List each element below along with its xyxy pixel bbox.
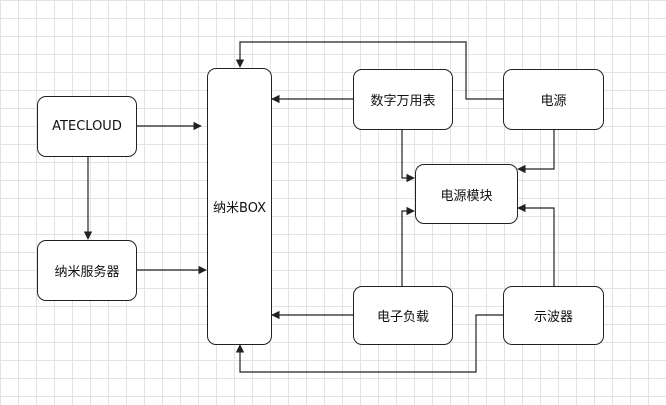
node-nano-box[interactable]: 纳米BOX xyxy=(207,68,272,345)
node-multimeter[interactable]: 数字万用表 xyxy=(353,69,453,130)
node-nano-service-label: 纳米服务器 xyxy=(54,265,120,280)
node-oscilloscope[interactable]: 示波器 xyxy=(503,286,604,345)
edge-scope-to-box xyxy=(235,314,503,373)
node-power-module-label: 电源模块 xyxy=(440,188,493,204)
edge-multimeter-to-module xyxy=(401,130,415,183)
node-power-supply[interactable]: 电源 xyxy=(503,69,604,130)
node-atecloud-label: ATECLOUD xyxy=(52,119,122,134)
node-electronic-load-label: 电子负载 xyxy=(376,310,429,325)
node-power-module[interactable]: 电源模块 xyxy=(415,164,518,224)
edge-power-to-module xyxy=(517,130,555,174)
edge-power-to-box xyxy=(235,41,503,100)
node-oscilloscope-label: 示波器 xyxy=(533,310,573,325)
node-nano-service[interactable]: 纳米服务器 xyxy=(37,240,137,301)
edge-scope-to-module xyxy=(517,203,555,286)
node-nano-box-label: 纳米BOX xyxy=(213,201,266,216)
node-electronic-load[interactable]: 电子负载 xyxy=(353,286,453,345)
node-multimeter-label: 数字万用表 xyxy=(370,94,436,109)
node-power-supply-label: 电源 xyxy=(540,94,567,109)
node-atecloud[interactable]: ATECLOUD xyxy=(37,96,137,157)
edge-load-to-module xyxy=(401,206,415,286)
